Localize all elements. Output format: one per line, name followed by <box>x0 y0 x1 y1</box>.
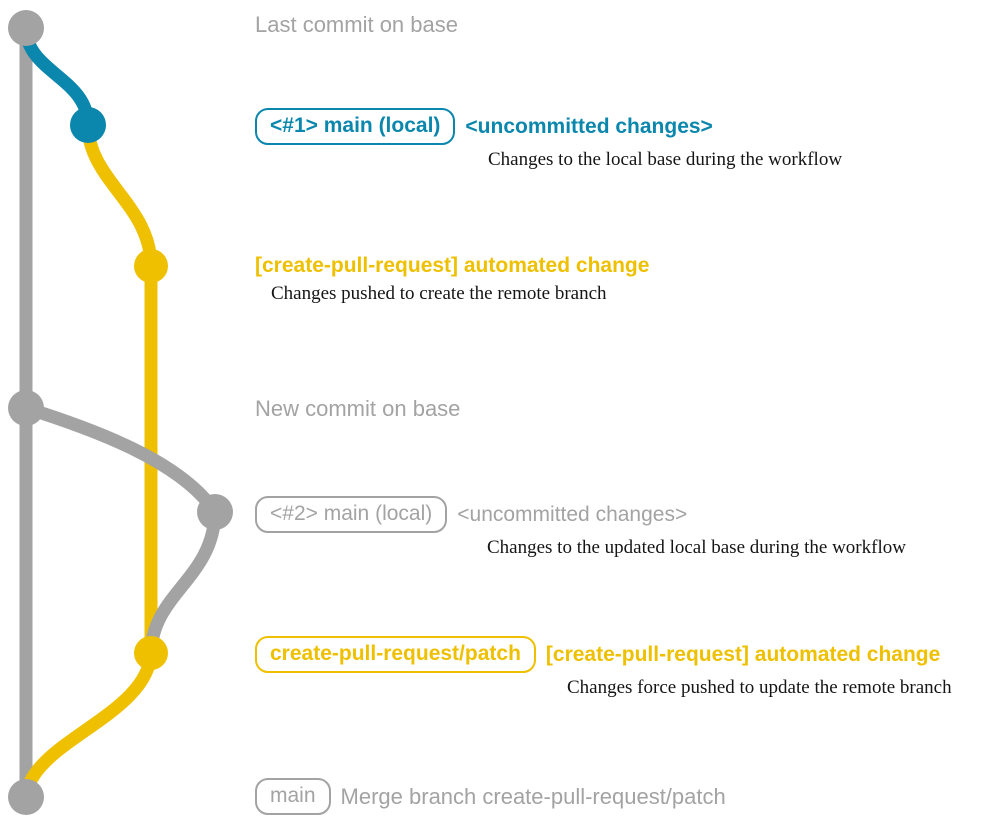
commit-subject: Last commit on base <box>255 12 458 37</box>
commit-row-base-3: main Merge branch create-pull-request/pa… <box>255 778 726 815</box>
commit-subject: <uncommitted changes> <box>465 114 713 138</box>
commit-subject: New commit on base <box>255 396 461 421</box>
ref-badge-main-local-1[interactable]: <#1> main (local) <box>255 108 456 145</box>
commit-description: Changes to the updated local base during… <box>487 537 906 558</box>
ref-badge-main[interactable]: main <box>255 778 331 815</box>
commit-row-base-1: Last commit on base <box>255 12 458 38</box>
commit-row-patch-2: create-pull-request/patch [create-pull-r… <box>255 636 952 700</box>
commit-description: Changes force pushed to update the remot… <box>567 677 952 698</box>
ref-badge-create-pull-request-patch[interactable]: create-pull-request/patch <box>255 636 536 673</box>
commit-subject: <uncommitted changes> <box>457 502 688 526</box>
commit-subject: Merge branch create-pull-request/patch <box>340 783 726 809</box>
commit-subject: [create-pull-request] automated change <box>545 642 941 666</box>
commit-row-patch-1: [create-pull-request] automated change C… <box>255 253 649 306</box>
commit-description: Changes pushed to create the remote bran… <box>271 283 607 304</box>
commit-row-local-2: <#2> main (local) <uncommitted changes> … <box>255 496 906 560</box>
ref-badge-main-local-2[interactable]: <#2> main (local) <box>255 496 448 533</box>
commit-description: Changes to the local base during the wor… <box>488 149 843 170</box>
commit-subject: [create-pull-request] automated change <box>255 254 650 277</box>
commit-row-local-1: <#1> main (local) <uncommitted changes> … <box>255 108 842 172</box>
commit-row-base-2: New commit on base <box>255 396 460 422</box>
